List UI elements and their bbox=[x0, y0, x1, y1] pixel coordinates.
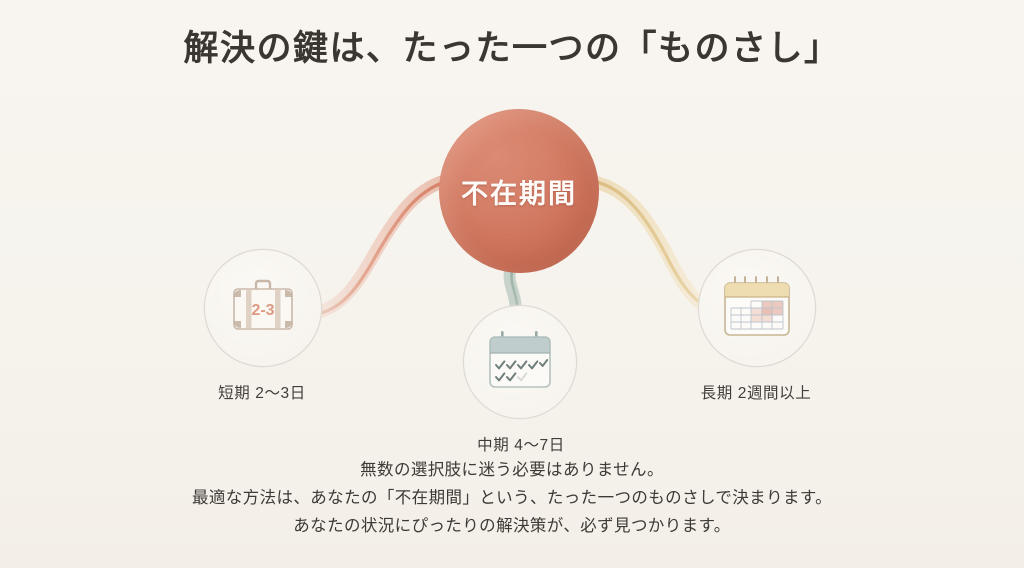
central-hub[interactable]: 不在期間 bbox=[439, 109, 599, 273]
suitcase-icon: 2-3 bbox=[233, 279, 293, 330]
node-medium-ring bbox=[463, 305, 577, 419]
caption-line-3: あなたの状況にぴったりの解決策が、必ず見つかります。 bbox=[293, 517, 731, 535]
node-short-ring: 2-3 bbox=[204, 249, 322, 367]
node-long-ring bbox=[698, 249, 816, 367]
wall-calendar-icon bbox=[724, 276, 790, 336]
node-short-label: 短期 2〜3日 bbox=[218, 385, 306, 402]
caption-line-2: 最適な方法は、あなたの「不在期間」という、たった一つのものさしで決まります。 bbox=[191, 489, 833, 507]
suitcase-badge: 2-3 bbox=[251, 302, 274, 319]
caption-block: 無数の選択肢に迷う必要はありません。 最適な方法は、あなたの「不在期間」という、… bbox=[0, 456, 1024, 540]
central-hub-label: 不在期間 bbox=[461, 178, 577, 209]
node-medium-label: 中期 4〜7日 bbox=[477, 437, 565, 454]
node-long[interactable]: 長期 2週間以上 bbox=[698, 249, 866, 403]
calendar-check-icon bbox=[489, 331, 551, 388]
caption-line-1: 無数の選択肢に迷う必要はありません。 bbox=[360, 461, 664, 479]
page-title: 解決の鍵は、たった一つの「ものさし」 bbox=[183, 29, 841, 68]
node-medium[interactable]: 中期 4〜7日 bbox=[463, 305, 631, 455]
node-long-label: 長期 2週間以上 bbox=[700, 385, 812, 402]
node-short[interactable]: 2-3 短期 2〜3日 bbox=[204, 249, 372, 403]
